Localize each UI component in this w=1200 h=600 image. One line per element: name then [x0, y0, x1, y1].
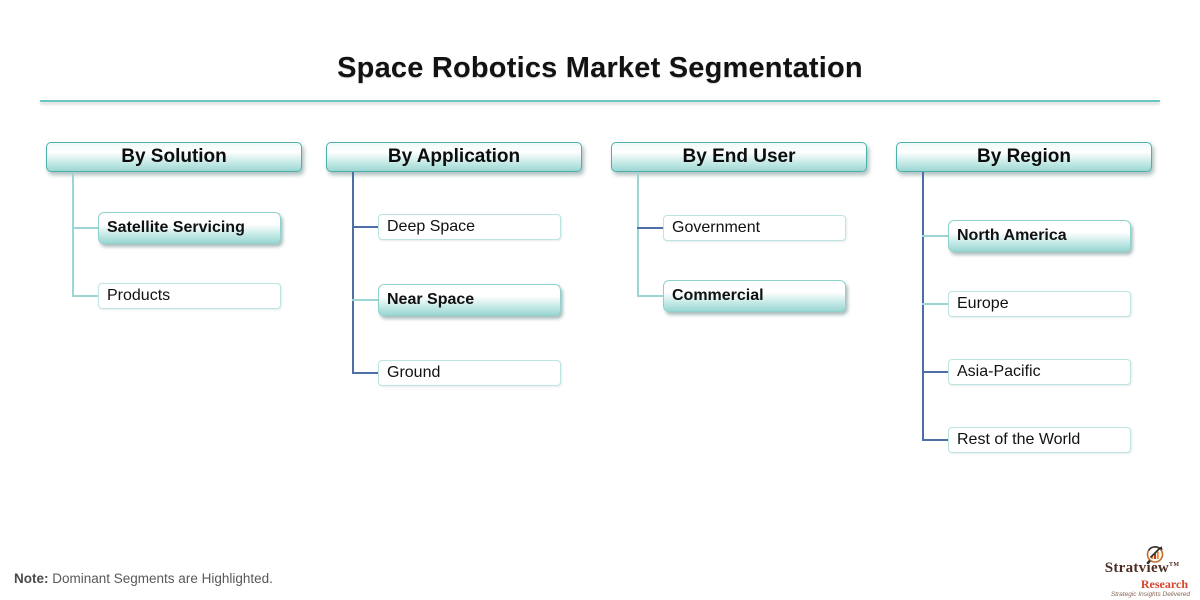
logo-brand-text: Stratview	[1104, 559, 1170, 576]
segment-near-space: Near Space	[378, 284, 561, 316]
logo-sub-brand: Research	[1140, 576, 1188, 591]
logo-trademark: TM	[1169, 561, 1180, 568]
connector-stub-near-space	[352, 299, 378, 301]
connector-vertical-by-application	[352, 172, 354, 374]
connector-stub-commercial	[637, 295, 663, 297]
footnote: Note: Dominant Segments are Highlighted.	[14, 571, 273, 586]
connector-vertical-by-solution	[72, 172, 74, 297]
magnifier-chart-icon	[1116, 544, 1194, 566]
title-divider	[40, 100, 1160, 102]
segment-government: Government	[663, 215, 846, 241]
connector-stub-asia-pacific	[922, 371, 948, 373]
header-by-end-user: By End User	[611, 142, 867, 172]
connector-stub-satellite-servicing	[72, 227, 98, 229]
header-by-application: By Application	[326, 142, 582, 172]
logo-tagline: Strategic Insights Delivered	[1110, 590, 1190, 598]
connector-stub-ground	[352, 372, 378, 374]
connector-stub-government	[637, 227, 663, 229]
connector-vertical-by-region	[922, 172, 924, 441]
stratview-logo: StratviewTM Research Strategic Insights …	[1090, 544, 1194, 599]
segment-rest-of-the-world: Rest of the World	[948, 427, 1131, 453]
footnote-text: Dominant Segments are Highlighted.	[48, 571, 273, 586]
segment-asia-pacific: Asia-Pacific	[948, 359, 1131, 385]
connector-stub-products	[72, 295, 98, 297]
segment-deep-space: Deep Space	[378, 214, 561, 240]
connector-stub-north-america	[922, 235, 948, 237]
connector-stub-rest-of-the-world	[922, 439, 948, 441]
header-by-solution: By Solution	[46, 142, 302, 172]
segment-satellite-servicing: Satellite Servicing	[98, 212, 281, 244]
segment-europe: Europe	[948, 291, 1131, 317]
segment-products: Products	[98, 283, 281, 309]
connector-stub-deep-space	[352, 226, 378, 228]
logo-brand: StratviewTM	[1090, 559, 1194, 576]
footnote-label: Note:	[14, 571, 49, 586]
segment-north-america: North America	[948, 220, 1131, 252]
connector-stub-europe	[922, 303, 948, 305]
page-title: Space Robotics Market Segmentation	[337, 52, 863, 84]
connector-vertical-by-end-user	[637, 172, 639, 297]
header-by-region: By Region	[896, 142, 1152, 172]
segment-ground: Ground	[378, 360, 561, 386]
segment-commercial: Commercial	[663, 280, 846, 312]
